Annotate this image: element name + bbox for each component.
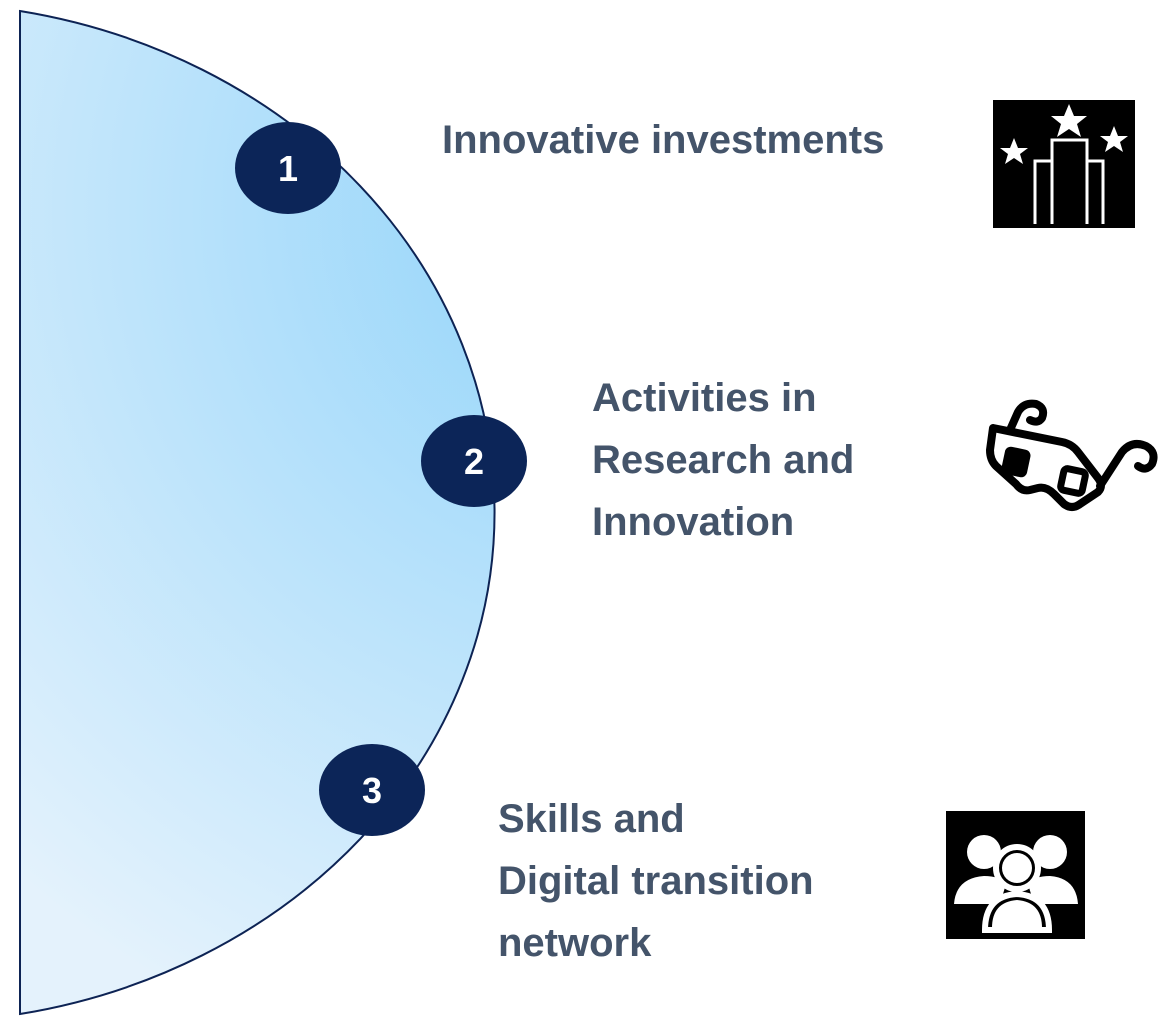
badge-1: 1 bbox=[235, 122, 341, 214]
badge-3: 3 bbox=[319, 744, 425, 836]
group-people-icon bbox=[946, 811, 1085, 939]
item-2-label-line-3: Innovation bbox=[592, 500, 795, 544]
item-2-label-line-1: Activities in bbox=[592, 376, 817, 420]
item-3-label-line-1: Skills and bbox=[498, 797, 685, 841]
3d-glasses-icon bbox=[986, 399, 1158, 511]
item-1-label: Innovative investments bbox=[442, 109, 884, 171]
item-3-label-line-3: network bbox=[498, 921, 652, 965]
item-3-label-line-2: Digital transition bbox=[498, 859, 814, 903]
badge-3-number: 3 bbox=[362, 770, 382, 811]
item-3-label: Skills and Digital transition network bbox=[498, 788, 814, 974]
item-1-label-line-1: Innovative investments bbox=[442, 118, 885, 162]
podium-stars-icon bbox=[993, 100, 1135, 228]
item-2-label-line-2: Research and bbox=[592, 438, 855, 482]
badge-2-number: 2 bbox=[464, 441, 484, 482]
badge-2: 2 bbox=[421, 415, 527, 507]
item-2-label: Activities in Research and Innovation bbox=[592, 367, 854, 553]
badge-1-number: 1 bbox=[278, 148, 298, 189]
